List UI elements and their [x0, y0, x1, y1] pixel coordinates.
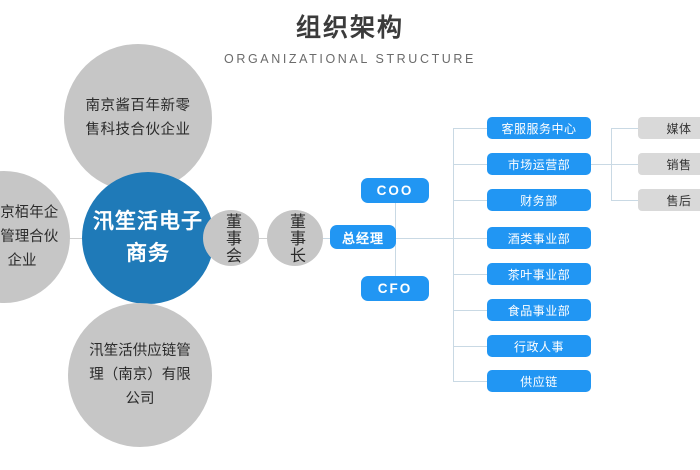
connector-gm-to-departments	[396, 238, 453, 239]
shareholder-label-mgmt-left: 南京栢年企业管理合伙企业	[0, 205, 59, 269]
branch-line-dept-6	[453, 310, 487, 311]
department-label-food-division: 食品事业部	[507, 303, 571, 318]
subdepartment-label-media: 媒体	[666, 121, 692, 136]
branch-line-dept-4	[453, 238, 487, 239]
connector-market-to-subtrunk	[591, 164, 611, 165]
connector-mgmt-to-core	[66, 238, 90, 239]
department-box-finance[interactable]: 财务部	[487, 189, 591, 211]
branch-line-dept-2	[453, 164, 487, 165]
department-label-liquor-division: 酒类事业部	[507, 231, 571, 246]
subdepartment-box-sales[interactable]: 销售	[638, 153, 700, 175]
page-subtitle: ORGANIZATIONAL STRUCTURE	[224, 52, 476, 66]
page-title: 组织架构	[295, 14, 404, 42]
role-label-coo: COO	[376, 183, 414, 198]
shareholder-label-partner-top: 南京酱百年新零售科技合伙企业	[85, 98, 191, 138]
department-box-admin-hr[interactable]: 行政人事	[487, 335, 591, 357]
connector-chairman-to-gm	[320, 238, 332, 239]
branch-line-dept-1	[453, 128, 487, 129]
general-manager-label: 总经理	[341, 230, 384, 246]
department-label-tea-division: 茶叶事业部	[507, 267, 571, 282]
department-trunk-line	[453, 128, 454, 381]
branch-line-dept-7	[453, 346, 487, 347]
subdepartment-label-sales: 销售	[666, 157, 692, 172]
branch-line-sub-3	[611, 200, 638, 201]
department-label-customer-service: 客服服务中心	[501, 121, 577, 136]
shareholder-label-supply-bottom: 汛笙活供应链管理（南京）有限公司	[89, 343, 191, 407]
role-label-cfo: CFO	[377, 281, 413, 296]
core-company-label: 汛笙活电子商务	[93, 210, 203, 265]
branch-line-sub-2	[611, 164, 638, 165]
branch-line-sub-1	[611, 128, 638, 129]
branch-line-dept-3	[453, 200, 487, 201]
shareholder-circle-partner-top[interactable]: 南京酱百年新零售科技合伙企业	[64, 44, 212, 192]
connector-gm-to-coo	[395, 203, 396, 239]
department-box-market-operations[interactable]: 市场运营部	[487, 153, 591, 175]
subdepartment-box-media[interactable]: 媒体	[638, 117, 700, 139]
connector-board-to-chairman	[256, 238, 270, 239]
branch-line-dept-5	[453, 274, 487, 275]
core-company-circle[interactable]: 汛笙活电子商务	[82, 172, 214, 304]
department-box-liquor-division[interactable]: 酒类事业部	[487, 227, 591, 249]
subdepartment-label-after-sales: 售后	[666, 193, 692, 208]
connector-gm-to-cfo	[395, 238, 396, 276]
department-label-finance: 财务部	[520, 193, 558, 208]
shareholder-circle-supply-bottom[interactable]: 汛笙活供应链管理（南京）有限公司	[68, 303, 212, 447]
governance-circle-chairman[interactable]: 董事长	[267, 210, 323, 266]
department-label-supply-chain: 供应链	[520, 374, 558, 389]
role-box-coo[interactable]: COO	[361, 178, 429, 203]
governance-label-chairman: 董事长	[287, 212, 304, 264]
branch-line-dept-8	[453, 381, 487, 382]
governance-label-board: 董事会	[223, 212, 240, 264]
department-label-admin-hr: 行政人事	[513, 339, 564, 354]
department-box-customer-service[interactable]: 客服服务中心	[487, 117, 591, 139]
subdepartment-box-after-sales[interactable]: 售后	[638, 189, 700, 211]
role-box-cfo[interactable]: CFO	[361, 276, 429, 301]
department-label-market-operations: 市场运营部	[507, 157, 571, 172]
general-manager-box[interactable]: 总经理	[330, 225, 396, 249]
governance-circle-board[interactable]: 董事会	[203, 210, 259, 266]
shareholder-circle-mgmt-left[interactable]: 南京栢年企业管理合伙企业	[0, 171, 70, 303]
department-box-food-division[interactable]: 食品事业部	[487, 299, 591, 321]
department-box-tea-division[interactable]: 茶叶事业部	[487, 263, 591, 285]
department-box-supply-chain[interactable]: 供应链	[487, 370, 591, 392]
